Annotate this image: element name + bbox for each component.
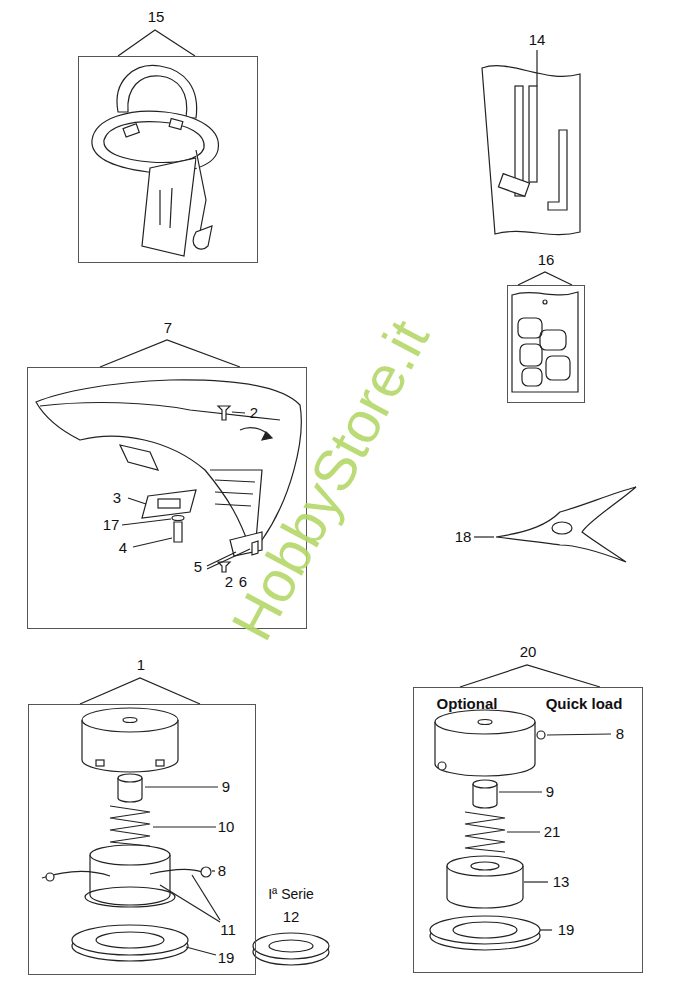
callout-number: 9 [546, 784, 554, 801]
callout-number: 13 [553, 874, 570, 891]
group-frame: 20OptionalQuick load [413, 687, 643, 973]
callout-number: 19 [558, 922, 575, 939]
callout-number: 19 [218, 950, 235, 967]
callout-number: 7 [164, 320, 172, 337]
group-frame: 15 [78, 56, 258, 263]
option-heading: Optional [437, 696, 498, 713]
quick-load-head-drawing [430, 710, 611, 950]
callout-number: 3 [113, 490, 121, 507]
callout-number: 21 [544, 824, 561, 841]
sticker-sheet-drawing [512, 292, 578, 392]
ring-drawing [253, 933, 329, 965]
callout-number: 2 [225, 574, 233, 591]
callout-number: 10 [218, 819, 235, 836]
trimmer-head-drawing [42, 708, 220, 961]
callout-number: 5 [194, 559, 202, 576]
blade-drawing [474, 487, 636, 562]
callout-number: 4 [119, 540, 127, 557]
bracket [80, 678, 200, 704]
bracket [118, 30, 195, 56]
option-heading: Quick load [546, 696, 623, 713]
callout-number: 8 [218, 863, 226, 880]
callout-number: 9 [222, 779, 230, 796]
callout-number: 20 [520, 644, 537, 661]
callout-number: 14 [529, 32, 546, 49]
callout-number: 1 [137, 657, 145, 674]
callout-number: 17 [103, 517, 120, 534]
bracket [460, 665, 600, 687]
watermark: HobbyStore.it [219, 310, 440, 650]
callout-number: 16 [538, 252, 555, 269]
series-note: Iª Serie [268, 887, 314, 902]
bracket [100, 340, 240, 367]
group-frame: 16 [507, 285, 585, 403]
callout-number: 2 [250, 405, 258, 422]
hex-keys-drawing [482, 50, 580, 235]
callout-number: 11 [220, 922, 236, 939]
callout-number: 15 [148, 9, 165, 26]
callout-number: 18 [455, 529, 472, 546]
callout-number: 12 [283, 909, 300, 926]
bracket [518, 272, 572, 285]
harness-drawing [92, 65, 219, 256]
callout-number: 8 [616, 726, 624, 743]
